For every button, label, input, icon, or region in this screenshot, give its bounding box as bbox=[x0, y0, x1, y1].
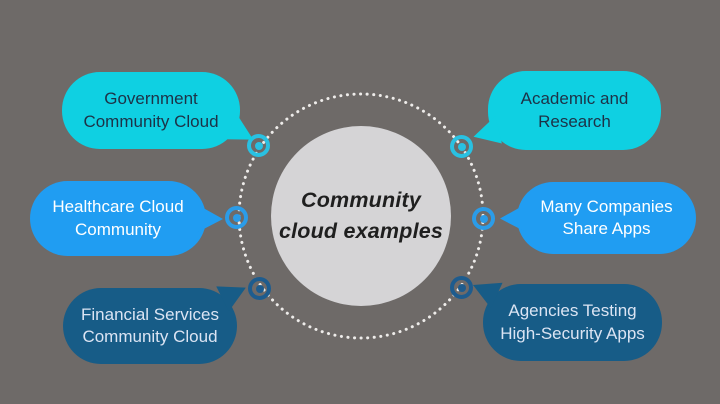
connector-icon-agencies bbox=[450, 276, 473, 299]
connector-dot bbox=[479, 214, 488, 223]
bubble-agencies-testing-high-security-apps: Agencies Testing High-Security Apps bbox=[483, 284, 662, 361]
connector-dot bbox=[232, 213, 241, 222]
bubble-label: Academic and Research bbox=[520, 89, 629, 131]
connector-dot bbox=[254, 141, 263, 150]
bubble-government-community-cloud: Government Community Cloud bbox=[62, 72, 240, 149]
connector-dot bbox=[457, 142, 466, 151]
connector-icon-academic bbox=[450, 135, 473, 158]
bubble-academic-and-research: Academic and Research bbox=[488, 71, 661, 150]
bubble-financial-services-community-cloud: Financial Services Community Cloud bbox=[63, 288, 237, 364]
bubble-healthcare-cloud-community: Healthcare Cloud Community bbox=[30, 181, 223, 256]
bubble-many-companies-share-apps: Many Companies Share Apps bbox=[500, 182, 696, 254]
bubble-label: Many Companies Share Apps bbox=[540, 196, 673, 238]
center-circle: Community cloud examples bbox=[271, 126, 451, 306]
connector-icon-healthcare bbox=[225, 206, 248, 229]
bubble-label: Government Community Cloud bbox=[83, 89, 219, 131]
bubble-label: Healthcare Cloud Community bbox=[52, 197, 184, 239]
connector-icon-many-companies bbox=[472, 207, 495, 230]
bubble-label: Financial Services Community Cloud bbox=[81, 304, 219, 346]
connector-dot bbox=[255, 284, 264, 293]
connector-icon-financial bbox=[248, 277, 271, 300]
diagram-title: Community cloud examples bbox=[278, 188, 444, 243]
connector-icon-government bbox=[247, 134, 270, 157]
connector-dot bbox=[457, 283, 466, 292]
bubble-label: Agencies Testing High-Security Apps bbox=[500, 301, 645, 343]
